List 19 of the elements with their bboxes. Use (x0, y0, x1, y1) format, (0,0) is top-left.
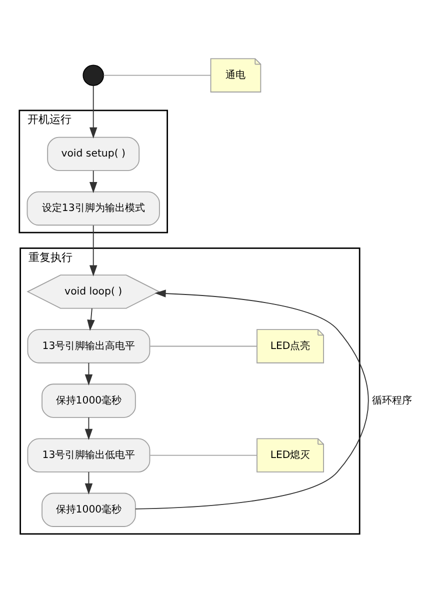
node-box: 13号引脚输出高电平 (27, 328, 150, 363)
node-box: 13号引脚输出低电平 (27, 438, 150, 472)
node-box: 保持1000毫秒 (42, 492, 136, 526)
node-circle (82, 64, 104, 86)
arrow (87, 307, 95, 330)
connector (103, 74, 212, 76)
arrow (84, 416, 93, 440)
connector (150, 454, 258, 456)
arrow (89, 84, 98, 138)
connector (150, 345, 258, 346)
arrow (89, 170, 98, 193)
arrow (84, 362, 93, 385)
arrow (89, 224, 98, 276)
node-box: 设定13引脚为输出模式 (26, 190, 160, 226)
edge-label: 循环程序 (372, 394, 412, 406)
node-box: 保持1000毫秒 (42, 383, 136, 418)
node-box: void setup( ) (47, 136, 140, 171)
arrow (84, 471, 93, 494)
arrow (135, 289, 369, 509)
